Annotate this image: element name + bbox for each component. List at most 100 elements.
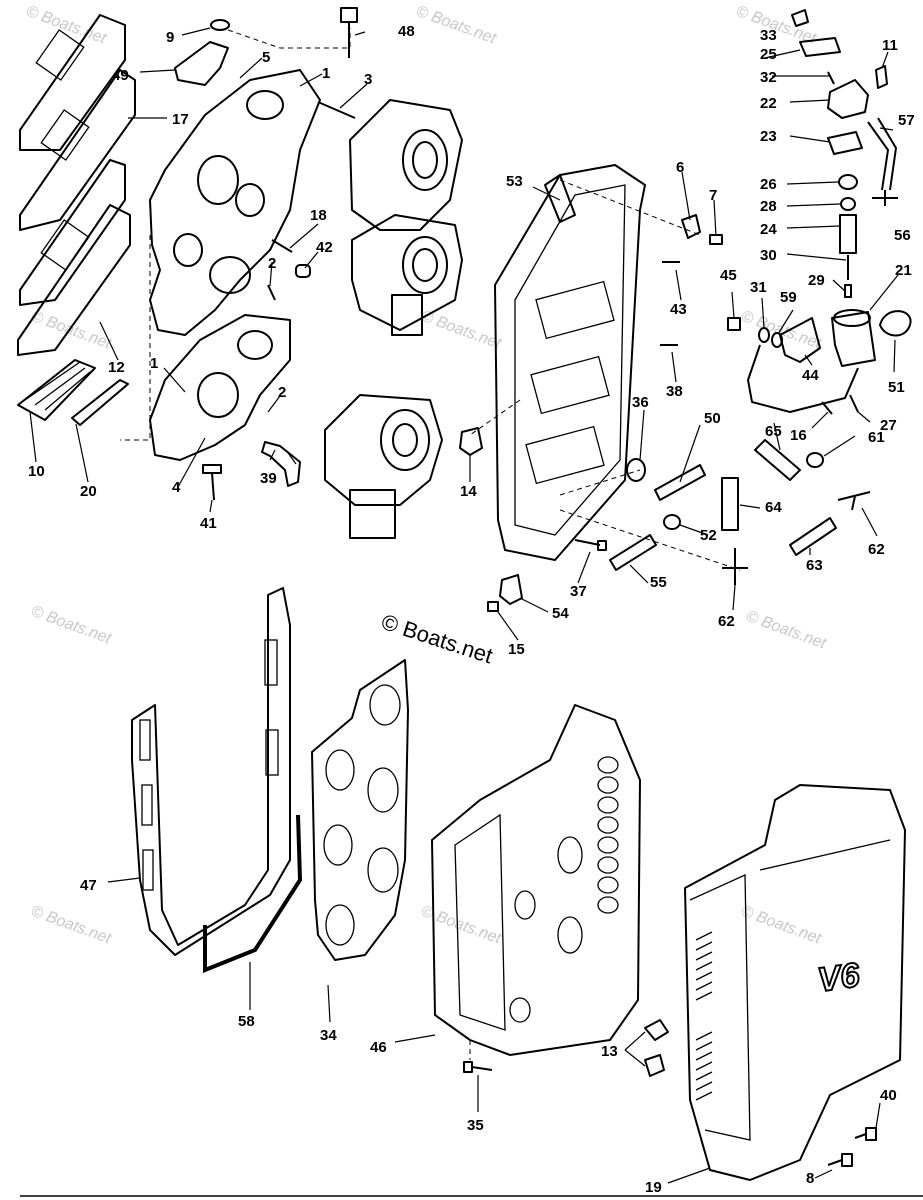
clip-54 <box>499 574 523 605</box>
watermark-layer: © Boats.net © Boats.net © Boats.net © Bo… <box>24 3 829 948</box>
callout: 20 <box>80 483 97 500</box>
grommet-36 <box>626 458 646 482</box>
connector-33 <box>791 9 809 27</box>
screw-18 <box>271 239 293 253</box>
callout: 34 <box>320 1027 337 1044</box>
watermark: © Boats.net <box>744 608 829 653</box>
seal-58 <box>203 814 303 973</box>
watermark: © Boats.net <box>29 903 114 948</box>
callout: 11 <box>882 37 898 54</box>
callout: 41 <box>200 515 217 532</box>
terminal-27 <box>849 394 859 413</box>
callout: 3 <box>364 71 372 88</box>
stud-3 <box>317 101 356 119</box>
fitting-25 <box>799 37 841 57</box>
hose-57 <box>867 117 897 191</box>
bracket-44 <box>779 317 821 363</box>
screw-2 <box>267 284 276 301</box>
callout: 40 <box>880 1087 897 1104</box>
callout: 32 <box>760 69 777 86</box>
callout: 50 <box>704 410 721 427</box>
screw-37 <box>574 539 607 551</box>
callout: 25 <box>760 46 777 63</box>
callout: 24 <box>760 221 777 238</box>
watermark: © Boats.net <box>739 308 824 353</box>
adapter-plate <box>494 164 646 561</box>
callout: 7 <box>709 187 717 204</box>
callout: 53 <box>506 173 523 190</box>
callout: 4 <box>172 479 181 496</box>
callout: 2 <box>278 384 286 401</box>
gasket-23 <box>827 131 863 155</box>
callout: 6 <box>676 159 684 176</box>
callout: 58 <box>238 1013 255 1030</box>
tee-56 <box>872 190 898 206</box>
cap-26 <box>838 174 858 190</box>
cover-louvers <box>695 931 713 1101</box>
tee-62-lower <box>722 548 748 585</box>
band-51 <box>879 310 912 337</box>
intake-manifold-upper <box>149 69 321 336</box>
bracket-6 <box>681 214 701 239</box>
intake-gasket-stack <box>17 14 136 356</box>
callout: 35 <box>467 1117 484 1134</box>
screw-40 <box>854 1127 877 1141</box>
callout: 29 <box>808 272 825 289</box>
callout: 57 <box>898 112 915 129</box>
plunger-24 <box>839 214 857 254</box>
nut-7 <box>709 234 723 245</box>
callout: 1 <box>150 355 158 372</box>
callout: 30 <box>760 247 777 264</box>
callout: 56 <box>894 227 911 244</box>
watermark: © Boats.net <box>24 3 109 48</box>
solenoid-21 <box>831 311 876 367</box>
callout: 18 <box>310 207 327 224</box>
callout: 49 <box>112 67 129 84</box>
callout: 59 <box>780 289 797 306</box>
hose-65 <box>754 439 801 481</box>
callout: 45 <box>720 267 737 284</box>
callout-labels: 1 1 2 2 3 4 5 6 7 8 9 10 11 12 13 14 15 … <box>28 23 915 1196</box>
carburetor-lower <box>324 394 443 539</box>
clip-13-upper <box>644 1019 669 1041</box>
callout: 48 <box>398 23 415 40</box>
callout: 14 <box>460 483 477 500</box>
reed-plate <box>17 359 129 426</box>
screw-16 <box>821 401 833 415</box>
callout: 62 <box>718 613 735 630</box>
screw-15 <box>487 601 499 612</box>
watermark: © Boats.net <box>414 3 499 48</box>
callout: 15 <box>508 641 525 658</box>
callout: 33 <box>760 27 777 44</box>
lead-wire <box>747 344 859 413</box>
parts-drawing: V6 <box>17 7 912 1181</box>
hose-55 <box>609 534 657 571</box>
callout: 55 <box>650 574 667 591</box>
valve-body-22 <box>827 79 869 119</box>
link-bracket <box>174 41 229 86</box>
watermark: © Boats.net <box>29 308 114 353</box>
callout: 2 <box>268 255 276 272</box>
tee-62-upper <box>837 491 871 511</box>
fitting-50 <box>654 464 706 501</box>
washer <box>210 19 230 31</box>
hose-63 <box>789 517 837 556</box>
callout: 8 <box>806 1170 814 1187</box>
watermark: © Boats.net <box>419 903 504 948</box>
v6-emblem: V6 <box>815 956 863 1000</box>
callout: 10 <box>28 463 45 480</box>
screw-45 <box>727 317 741 331</box>
callout: 12 <box>108 359 125 376</box>
ring-61 <box>806 452 824 468</box>
callout: 44 <box>802 367 819 384</box>
leader-lines <box>29 27 899 1184</box>
callout: 43 <box>670 301 687 318</box>
engine-cover-19 <box>684 784 906 1181</box>
callout: 62 <box>868 541 885 558</box>
callout: 64 <box>765 499 782 516</box>
callout: 36 <box>632 394 649 411</box>
callout: 16 <box>790 427 807 444</box>
spring-28 <box>840 197 856 211</box>
screw-32 <box>827 71 835 85</box>
copyright-label: © Boats.net <box>378 609 495 668</box>
